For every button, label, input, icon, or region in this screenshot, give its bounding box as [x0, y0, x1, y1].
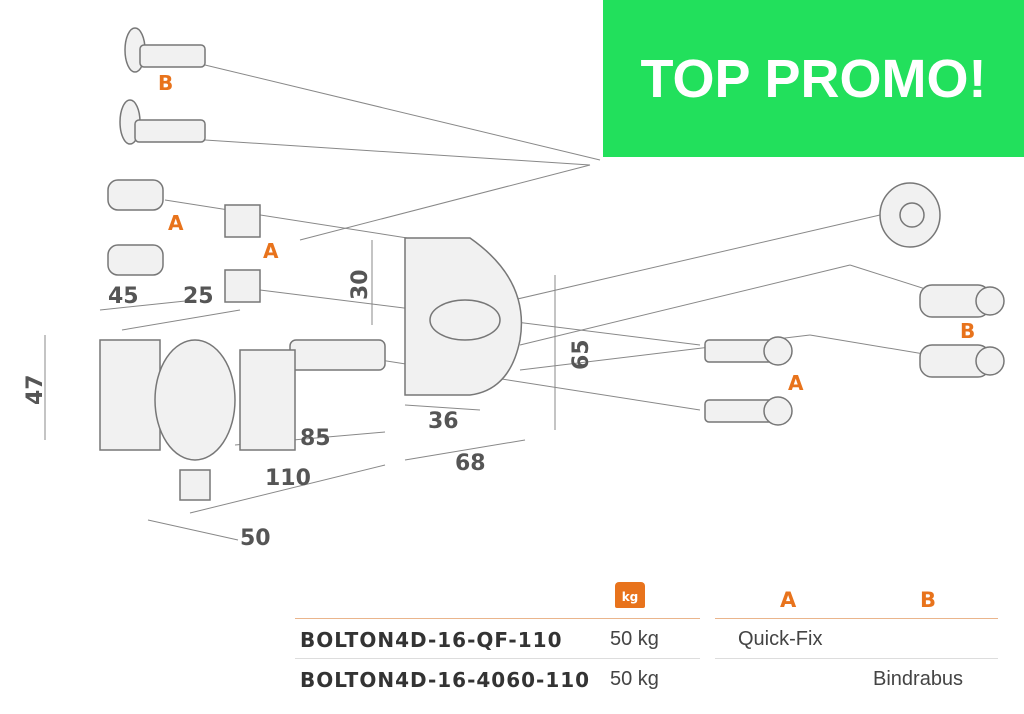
- header-divider: [715, 618, 998, 619]
- weight-icon-text: kg: [621, 590, 639, 604]
- row-code: BOLTON4D-16-4060-110: [300, 668, 591, 692]
- dim-50: 50: [240, 526, 271, 551]
- header-b: B: [920, 588, 937, 612]
- part-label-a: A: [788, 371, 804, 395]
- part-label-b: B: [960, 319, 975, 343]
- dim-85: 85: [300, 426, 331, 451]
- row-weight: 50 kg: [610, 628, 659, 650]
- row-divider: [715, 658, 998, 659]
- dim-45: 45: [108, 284, 139, 309]
- dim-30: 30: [348, 269, 373, 300]
- row-weight: 50 kg: [610, 668, 659, 690]
- part-label-b: B: [158, 71, 173, 95]
- dim-68: 68: [455, 451, 486, 476]
- header-divider: [295, 618, 700, 619]
- row-code: BOLTON4D-16-QF-110: [300, 628, 563, 652]
- weight-icon: kg: [615, 582, 645, 608]
- promo-banner: TOP PROMO!: [603, 0, 1024, 157]
- row-b: Bindrabus: [873, 668, 964, 690]
- part-label-a: A: [168, 211, 184, 235]
- row-divider: [295, 658, 700, 659]
- row-a: Quick-Fix: [738, 628, 823, 650]
- dim-25: 25: [183, 284, 214, 309]
- dim-36: 36: [428, 409, 459, 434]
- part-label-a: A: [263, 239, 279, 263]
- dim-110: 110: [265, 466, 311, 491]
- header-a: A: [780, 588, 797, 612]
- dim-47: 47: [23, 374, 48, 405]
- dim-65: 65: [569, 339, 594, 370]
